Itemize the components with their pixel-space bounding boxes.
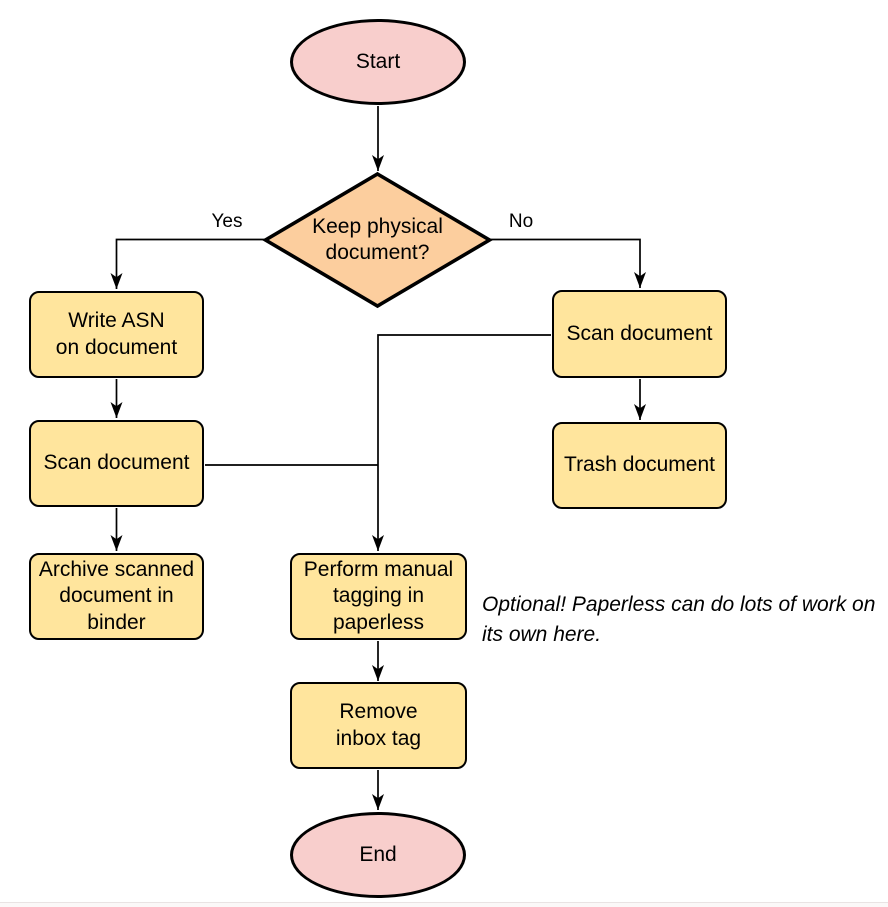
annotation-optional: Optional! Paperless can do lots of work …: [482, 593, 876, 646]
node-start: Start: [290, 19, 466, 105]
node-scan-document-right: Scan document: [552, 290, 727, 378]
node-remove-inbox-tag: Remove inbox tag: [290, 682, 467, 769]
decision-diamond-shape: [261, 171, 494, 309]
node-write-asn: Write ASN on document: [29, 291, 204, 378]
node-perform-tagging: Perform manual tagging in paperless: [290, 553, 467, 640]
node-trash-document: Trash document: [552, 422, 727, 509]
bottom-edge-strip: [0, 902, 888, 907]
node-archive-binder: Archive scanned document in binder: [29, 553, 204, 640]
node-scan-document-left: Scan document: [29, 420, 204, 507]
edge-label-no: No: [508, 211, 534, 232]
edge-label-yes: Yes: [211, 211, 243, 232]
edge-decision-yes-to-write-asn: [110, 238, 266, 289]
edge-decision-no-to-scan-document: [489, 238, 646, 288]
edge-scan-right-to-tagging: [372, 334, 551, 551]
node-decision-label: Keep physical document?: [312, 214, 443, 264]
node-end: End: [290, 812, 466, 898]
